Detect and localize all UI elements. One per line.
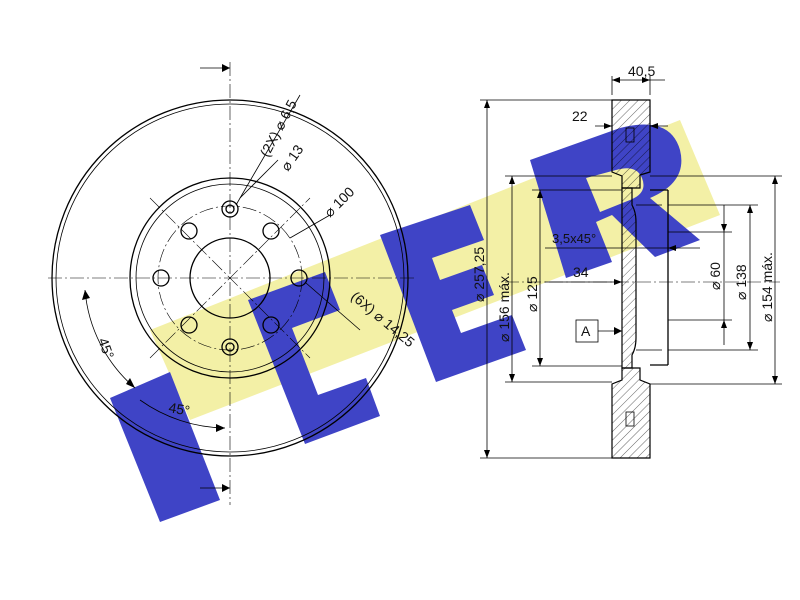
- small-hole-top: [221, 200, 239, 218]
- label-angle-1: 45°: [95, 336, 117, 361]
- leader-2x: [235, 94, 301, 206]
- bolt-hole-3: [262, 222, 280, 240]
- watermark-letters: [110, 124, 700, 522]
- vent-slot-upper: [625, 127, 635, 143]
- section-hat-wall: [621, 187, 637, 369]
- label-center-60: ⌀ 60: [707, 262, 723, 290]
- leader-6x: [305, 282, 361, 331]
- bolt-hole-1: [290, 269, 308, 287]
- label-outer-diameter: ⌀ 257,25: [471, 247, 487, 302]
- watermark-letter-i: [110, 372, 220, 522]
- section-lower-ring: [611, 367, 651, 459]
- leader-100: [289, 214, 331, 239]
- vent-slot-lower: [625, 411, 635, 427]
- label-angle-2: 45°: [167, 399, 191, 418]
- label-hub-138: ⌀ 138: [733, 264, 749, 300]
- label-chamfer: 3,5x45°: [552, 231, 596, 246]
- bolt-hole-5: [262, 316, 280, 334]
- label-inner-max: ⌀ 156 máx.: [496, 272, 512, 342]
- label-width-total: 40,5: [628, 63, 655, 79]
- label-width-disc: 22: [572, 108, 588, 124]
- small-hole-bottom-inner: [225, 342, 235, 352]
- front-center-diag-2: [149, 197, 311, 359]
- label-hat-depth: 34: [573, 264, 589, 280]
- watermark-letter-c: [248, 272, 380, 444]
- bolt-hole-4: [180, 222, 198, 240]
- watermark-letter-e: [380, 205, 526, 382]
- leader-13: [239, 159, 279, 199]
- icer-watermark: [110, 120, 720, 522]
- label-center-125: ⌀ 125: [524, 276, 540, 312]
- top-arrow: [222, 64, 230, 72]
- label-pcd-100: ⌀ 100: [321, 183, 358, 220]
- section-upper-ring: [611, 99, 651, 189]
- angle-arc-1: [84, 289, 136, 389]
- small-hole-bottom: [221, 338, 239, 356]
- side-view: 40,5 22 ⌀ 257,25 ⌀ 156 máx. ⌀ 125 3,5x45…: [471, 63, 782, 459]
- label-hole-13: ⌀ 13: [277, 142, 306, 174]
- label-hub-max: ⌀ 154 máx.: [759, 252, 775, 322]
- small-hole-top-inner: [225, 204, 235, 214]
- label-datum: A: [581, 323, 591, 339]
- bolt-hole-2: [152, 269, 170, 287]
- bolt-hole-6: [180, 316, 198, 334]
- watermark-letter-r: [530, 124, 700, 279]
- bottom-arrow: [222, 484, 230, 492]
